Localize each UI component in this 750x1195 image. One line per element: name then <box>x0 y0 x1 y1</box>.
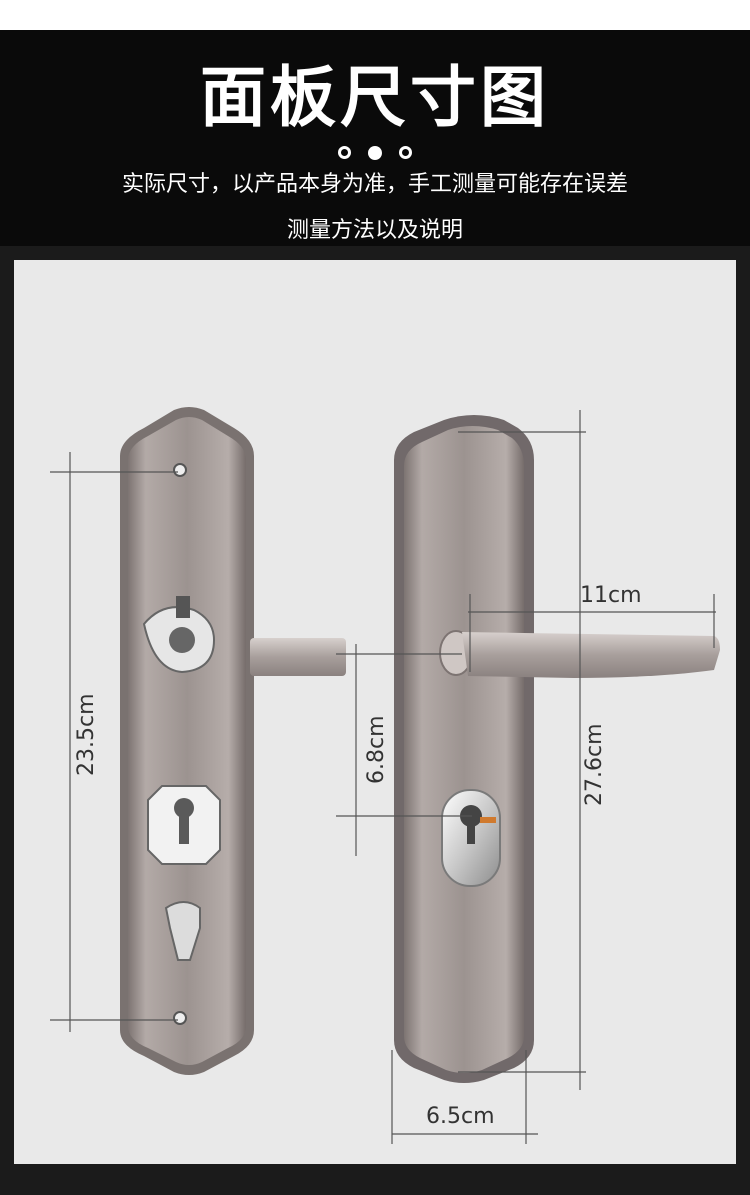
dim-label-23-5: 23.5cm <box>74 693 99 776</box>
dim-label-27-6: 27.6cm <box>582 723 607 806</box>
header-banner: 面板尺寸图 实际尺寸，以产品本身为准，手工测量可能存在误差 测量方法以及说明 <box>0 30 750 246</box>
page-title: 面板尺寸图 <box>200 59 550 136</box>
page-subtitle: 实际尺寸，以产品本身为准，手工测量可能存在误差 <box>121 172 628 197</box>
inner-handle <box>250 638 346 676</box>
product-stage: 23.5cm 6.8cm 27.6cm 11cm 6.5cm <box>14 260 736 1164</box>
dimension-lines <box>50 410 716 1144</box>
dim-label-6-8: 6.8cm <box>364 715 389 784</box>
lock-diagram <box>50 407 720 1144</box>
outer-handle <box>439 630 720 678</box>
dim-label-11: 11cm <box>580 583 642 608</box>
image-frame: 23.5cm 6.8cm 27.6cm 11cm 6.5cm <box>0 246 750 1195</box>
outer-lock-panel <box>394 415 534 1083</box>
inner-lock-panel <box>120 407 254 1075</box>
ring-dot-icon <box>399 146 413 159</box>
ring-dot-icon <box>337 146 351 159</box>
divider-dots <box>0 142 750 160</box>
dim-label-6-5: 6.5cm <box>426 1104 495 1129</box>
measurement-method-caption: 测量方法以及说明 <box>286 218 463 243</box>
filled-dot-icon <box>368 145 382 160</box>
